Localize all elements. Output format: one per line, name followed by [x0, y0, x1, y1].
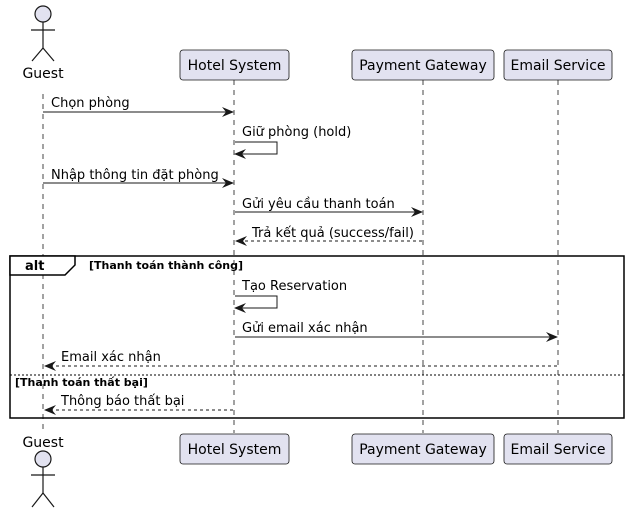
message-label: Gửi email xác nhận — [242, 321, 368, 336]
alt-keyword: alt — [25, 259, 44, 274]
participant-label-guest: Guest — [22, 435, 64, 451]
message-failure-notice: Thông báo thất bại — [44, 394, 233, 415]
actor-stick-figure-icon — [31, 450, 55, 508]
message-confirmation-email-to-guest: Email xác nhận — [44, 350, 557, 371]
alt-fragment: alt [Thanh toán thành công] [Thanh toán … — [9, 255, 625, 419]
message-label: Thông báo thất bại — [60, 394, 184, 409]
message-return-result: Trả kết quả (success/fail) — [235, 226, 422, 246]
participant-email-service-top: Email Service — [503, 49, 613, 81]
participant-guest-top: Guest — [22, 5, 64, 82]
message-enter-booking-info: Nhập thông tin đặt phòng — [43, 168, 234, 188]
message-label: Tạo Reservation — [241, 279, 347, 294]
message-send-confirmation-email: Gửi email xác nhận — [235, 321, 558, 342]
participant-label-payment-gateway: Payment Gateway — [359, 442, 487, 458]
participant-label-email-service: Email Service — [510, 58, 605, 74]
participant-payment-gateway-top: Payment Gateway — [351, 49, 495, 81]
participant-label-hotel-system: Hotel System — [188, 442, 282, 458]
participant-payment-gateway-bottom: Payment Gateway — [351, 433, 495, 465]
message-send-payment-request: Gửi yêu cầu thanh toán — [235, 197, 423, 217]
participant-guest-bottom: Guest — [22, 435, 64, 508]
participant-label-guest: Guest — [22, 66, 64, 82]
message-label: Chọn phòng — [51, 96, 130, 111]
participant-label-hotel-system: Hotel System — [188, 58, 282, 74]
alt-condition-failure: [Thanh toán thất bại] — [15, 376, 148, 389]
message-hold-room-self: Giữ phòng (hold) — [234, 125, 351, 159]
message-label: Giữ phòng (hold) — [242, 125, 351, 140]
participant-email-service-bottom: Email Service — [503, 433, 613, 465]
message-label: Nhập thông tin đặt phòng — [51, 168, 219, 183]
message-choose-room: Chọn phòng — [43, 96, 234, 117]
participant-hotel-system-bottom: Hotel System — [179, 433, 290, 465]
message-label: Email xác nhận — [61, 350, 161, 365]
alt-condition-success: [Thanh toán thành công] — [89, 259, 243, 272]
message-create-reservation-self: Tạo Reservation — [234, 279, 347, 313]
actor-stick-figure-icon — [31, 5, 55, 62]
participant-label-payment-gateway: Payment Gateway — [359, 58, 487, 74]
participant-label-email-service: Email Service — [510, 442, 605, 458]
participant-hotel-system-top: Hotel System — [179, 49, 290, 81]
message-label: Gửi yêu cầu thanh toán — [242, 197, 395, 212]
message-label: Trả kết quả (success/fail) — [251, 226, 414, 241]
